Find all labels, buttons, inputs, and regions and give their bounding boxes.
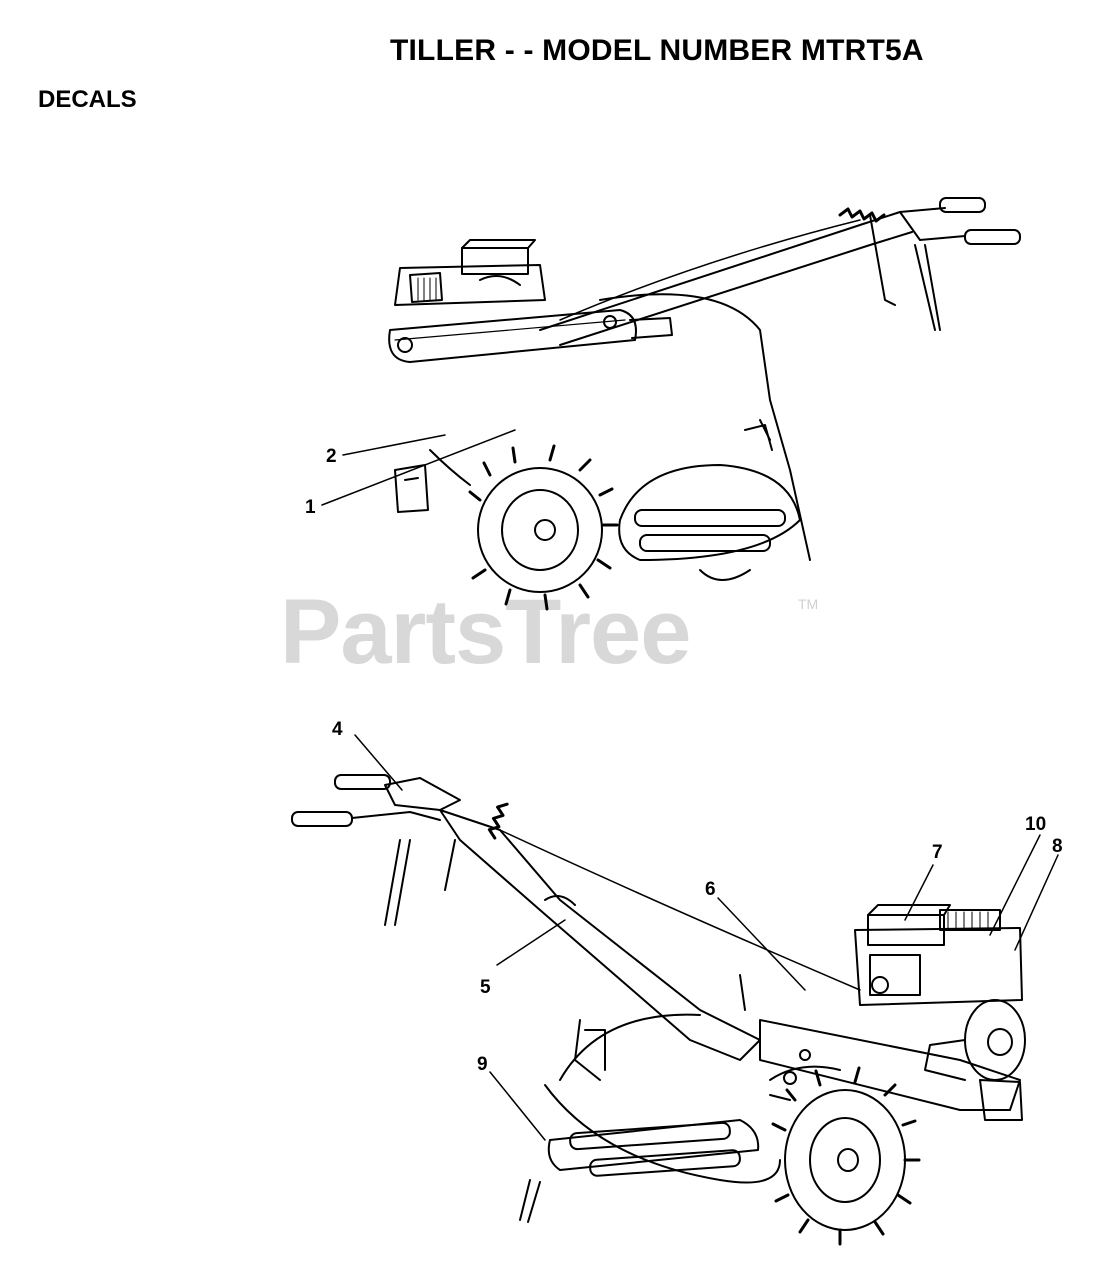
- callout-7: 7: [932, 842, 943, 863]
- section-label: DECALS: [38, 86, 137, 113]
- callout-6: 6: [705, 879, 716, 900]
- page-title: TILLER - - MODEL NUMBER MTRT5A: [390, 34, 924, 67]
- leader-lines: [321, 429, 1059, 1141]
- watermark-text: PartsTree: [280, 581, 691, 683]
- callout-10: 10: [1025, 814, 1046, 835]
- watermark-trademark: TM: [798, 596, 819, 612]
- tiller-top-view: [388, 197, 1021, 611]
- callout-8: 8: [1052, 836, 1063, 857]
- callout-2: 2: [326, 446, 337, 467]
- callout-5: 5: [480, 977, 491, 998]
- callout-4: 4: [332, 719, 343, 740]
- callout-1: 1: [305, 497, 316, 518]
- callout-9: 9: [477, 1054, 488, 1075]
- tiller-bottom-view: [291, 774, 1026, 1246]
